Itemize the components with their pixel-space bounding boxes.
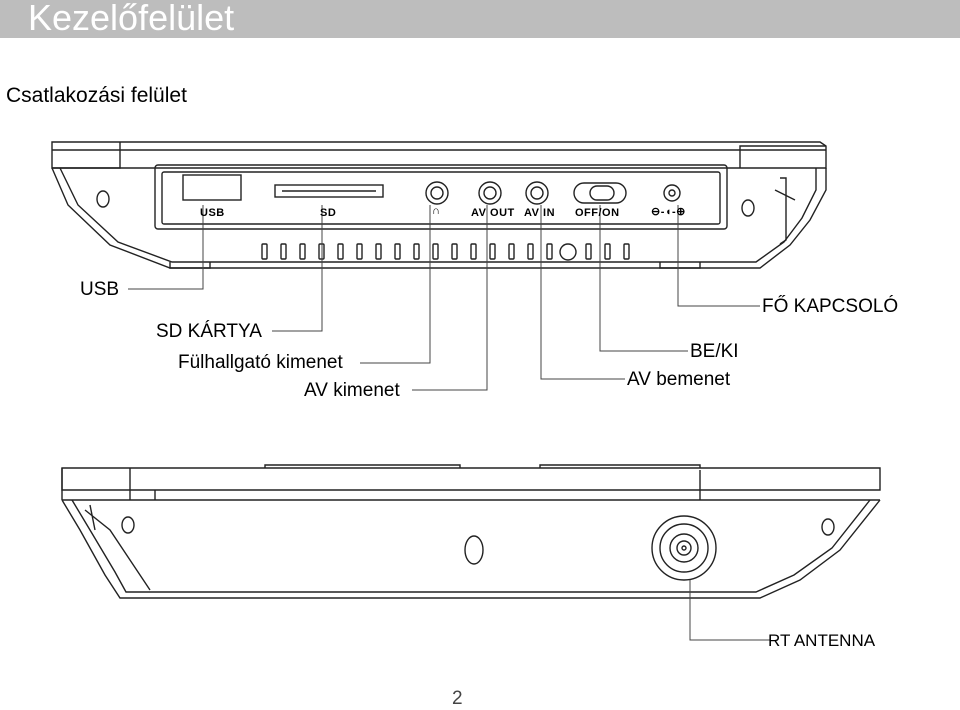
page-number: 2: [452, 688, 463, 709]
callout-headphone-out: Fülhallgató kimenet: [178, 352, 343, 373]
panel-label-sd: SD: [320, 207, 337, 219]
header-bar: Kezelőfelület: [0, 0, 960, 38]
panel-label-usb: USB: [200, 207, 225, 219]
callout-rf-antenna: RT ANTENNA: [768, 631, 876, 650]
callout-on-off: BE/KI: [690, 341, 739, 362]
callout-sd-card: SD KÁRTYA: [156, 321, 262, 342]
callout-av-in: AV bemenet: [627, 369, 731, 390]
panel-label-av-in: AV IN: [524, 207, 556, 219]
callout-av-out: AV kimenet: [304, 380, 400, 401]
callout-power-main: FŐ KAPCSOLÓ: [762, 296, 899, 317]
callout-lines-top: [128, 205, 760, 391]
page-title: Kezelőfelület: [28, 0, 235, 38]
headphone-icon: ∩: [432, 205, 441, 217]
callout-usb: USB: [80, 279, 120, 300]
section-subtitle: Csatlakozási felület: [6, 84, 187, 107]
device-bottom-view: [61, 464, 881, 599]
dc-polarity-icon: ⊖-◖-⊕: [651, 206, 686, 218]
panel-label-av-out: AV OUT: [471, 207, 515, 219]
device-top-view: [51, 141, 827, 269]
callout-line-antenna: [689, 580, 770, 641]
panel-label-off-on: OFF/ON: [575, 207, 620, 219]
